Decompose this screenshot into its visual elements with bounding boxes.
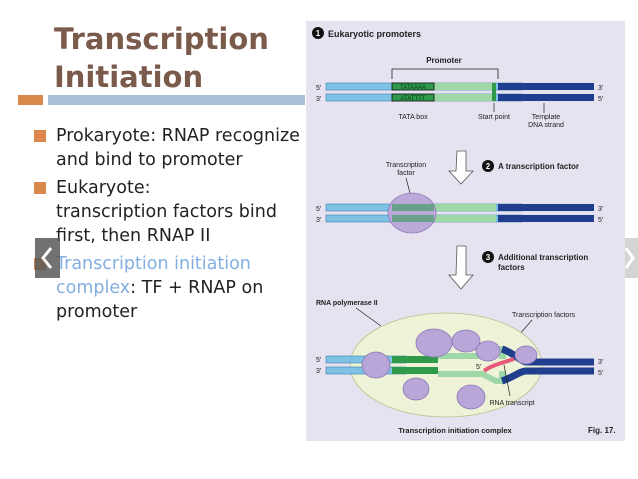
tata-box-label: TATA box xyxy=(398,114,428,121)
step-3-label-line-2: factors xyxy=(498,263,525,272)
dna2-3prime-left: 3' xyxy=(316,217,321,224)
dna2-5prime-left: 5' xyxy=(316,206,321,213)
dna3-3prime-left: 3' xyxy=(316,368,321,375)
step-1-label: Eukaryotic promoters xyxy=(328,29,421,39)
template-label-line-1: Template xyxy=(532,114,561,121)
tf-label-line-2: factor xyxy=(397,170,415,177)
step-3-number: 3 xyxy=(486,253,491,262)
tf-label-line-1: Transcription xyxy=(386,162,426,169)
title-line-2: Initiation xyxy=(54,60,204,94)
promoter-bracket xyxy=(391,68,499,79)
down-arrow-icon xyxy=(448,150,474,185)
title-line-1: Transcription xyxy=(54,22,269,56)
promoter-label: Promoter xyxy=(426,56,462,65)
down-arrow-icon xyxy=(448,245,474,290)
initiation-complex xyxy=(325,312,594,418)
start-point-label: Start point xyxy=(478,114,510,121)
rnap-label: RNA polymerase II xyxy=(316,300,378,307)
step-2-number: 2 xyxy=(486,162,491,171)
step-3-number-icon xyxy=(482,251,494,263)
chevron-left-icon xyxy=(41,247,53,269)
bullet-highlight-text: Transcription initiation complex xyxy=(56,254,251,298)
figure-reference: Fig. 17. xyxy=(588,426,616,435)
step-2-number-icon xyxy=(482,160,494,172)
step-1-number-icon xyxy=(312,27,324,39)
bullet-list: Prokaryote: RNAP recognize and bind to p… xyxy=(34,124,302,328)
rna-5prime-label: 5' xyxy=(476,364,481,371)
bullet-initiation-complex: Transcription initiation complex: TF + R… xyxy=(34,252,302,324)
dna3-5prime-left: 5' xyxy=(316,357,321,364)
chevron-right-icon xyxy=(624,247,635,269)
dna-promoter: TATAAAA ATATTTT xyxy=(325,82,594,102)
previous-slide-button[interactable] xyxy=(35,238,60,278)
dna3-3prime-right: 3' xyxy=(598,359,603,366)
tfs-label: Transcription factors xyxy=(512,312,576,319)
title-accent-blue xyxy=(48,95,305,105)
rna-transcript-label: RNA transcript xyxy=(489,400,534,407)
step-2-label: A transcription factor xyxy=(498,162,579,171)
complex-caption: Transcription initiation complex xyxy=(398,426,512,435)
bullet-text: Prokaryote: RNAP recognize and bind to p… xyxy=(56,126,300,170)
dna1-5prime-right: 5' xyxy=(598,96,603,103)
dna1-3prime-right: 3' xyxy=(598,85,603,92)
bullet-square-icon xyxy=(34,182,46,194)
dna2-5prime-right: 5' xyxy=(598,217,603,224)
bullet-eukaryote: Eukaryote: transcription factors bind fi… xyxy=(34,176,302,248)
dna3-5prime-right: 5' xyxy=(598,370,603,377)
step-3-label-line-1: Additional transcription xyxy=(498,253,588,262)
bullet-text: : TF + RNAP on promoter xyxy=(56,278,264,322)
bullet-prokaryote: Prokaryote: RNAP recognize and bind to p… xyxy=(34,124,302,172)
dna1-3prime-left: 3' xyxy=(316,96,321,103)
figure-diagram: 1 Eukaryotic promoters Promoter TATAAAA … xyxy=(312,27,616,435)
tata-top-sequence: TATAAAA xyxy=(400,85,426,91)
transcription-figure: 1 Eukaryotic promoters Promoter TATAAAA … xyxy=(306,21,625,441)
dna1-5prime-left: 5' xyxy=(316,85,321,92)
tata-bottom-sequence: ATATTTT xyxy=(401,96,426,102)
bullet-text-line-2: transcription factors bind first, then R… xyxy=(56,202,277,246)
slide-title: Transcription Initiation xyxy=(54,20,304,96)
bullet-text-line-1: Eukaryote: xyxy=(56,178,151,198)
bullet-square-icon xyxy=(34,130,46,142)
dna2-3prime-right: 3' xyxy=(598,206,603,213)
dna-with-tf xyxy=(325,192,594,234)
template-label-line-2: DNA strand xyxy=(528,122,564,129)
step-1-number: 1 xyxy=(316,29,321,38)
title-accent-orange xyxy=(18,95,43,105)
